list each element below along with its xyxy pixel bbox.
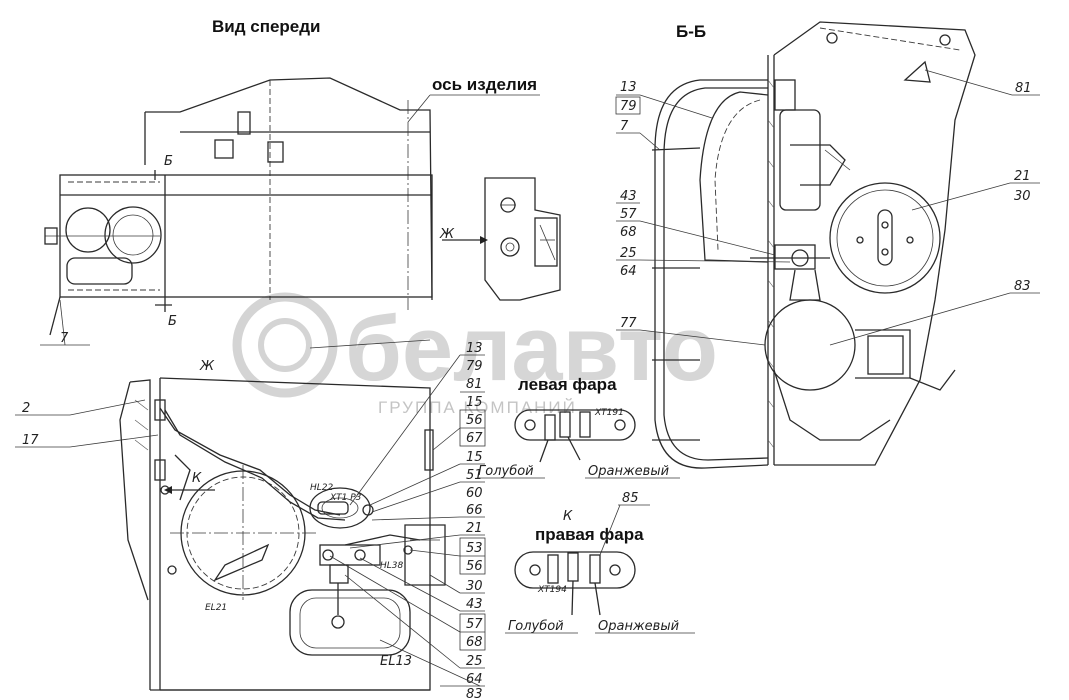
wire-orange-left: Оранжевый [588, 464, 669, 479]
zh-callout-64: 64 [466, 672, 483, 687]
wire-blue-left: Голубой [478, 464, 534, 479]
bb-callout-77: 77 [620, 316, 637, 331]
zh-callout-13: 13 [466, 341, 483, 356]
zh-callout-2: 2 [22, 401, 30, 416]
view-k: К правая фара 85 XT194 Голубой Оранжевый [505, 491, 695, 634]
wire-orange-right: Оранжевый [598, 619, 679, 634]
zh-callout-81: 81 [466, 377, 483, 392]
bb-callout-30: 30 [1014, 189, 1031, 204]
bb-callouts: 13 79 7 43 57 68 25 64 77 81 21 30 83 [615, 69, 1040, 346]
zh-callout-66: 66 [466, 503, 483, 518]
zh-callout-53: 53 [466, 541, 483, 556]
watermark: белавто ГРУППА КОМПАНИЙ [232, 292, 718, 417]
watermark-group: ГРУППА КОМПАНИЙ [378, 398, 577, 417]
section-mark-b-top: Б [164, 154, 173, 169]
bb-callout-79: 79 [620, 99, 637, 114]
left-headlight-connector: левая фара XT191 Голубой Оранжевый [478, 375, 680, 479]
bb-callout-43: 43 [620, 189, 637, 204]
section-bb [651, 21, 976, 469]
section-bb-heading: Б-Б [676, 22, 706, 41]
component-xt1: XT1 P3 [329, 493, 362, 503]
zh-callout-17: 17 [22, 433, 39, 448]
component-xt191: XT191 [594, 408, 624, 418]
zh-callout-15-b: 15 [466, 450, 483, 465]
zh-callout-68: 68 [466, 635, 483, 650]
bb-callout-21: 21 [1014, 169, 1031, 184]
zh-arrow-label: Ж [439, 227, 455, 242]
zh-callout-56-b: 56 [466, 559, 483, 574]
bb-callout-81: 81 [1015, 81, 1032, 96]
zh-callout-67: 67 [466, 431, 483, 446]
view-zh-title: Ж [199, 359, 215, 374]
product-axis-leader [407, 94, 431, 123]
zh-callout-83: 83 [466, 687, 483, 700]
zh-callout-60: 60 [466, 486, 483, 501]
zh-callout-25: 25 [466, 654, 483, 669]
zh-callout-43: 43 [466, 597, 483, 612]
bb-callout-83: 83 [1014, 279, 1031, 294]
zh-callout-79: 79 [466, 359, 483, 374]
bb-callout-25: 25 [620, 246, 637, 261]
front-callout-7: 7 [60, 331, 69, 346]
section-mark-b-bottom: Б [168, 314, 177, 329]
zh-callouts-left: 2 17 [15, 399, 159, 448]
view-k-title: К [563, 509, 573, 524]
left-headlight-title: левая фара [518, 375, 617, 394]
bracket-detail: Ж [439, 177, 561, 301]
zh-callout-51: 51 [466, 468, 483, 483]
bb-callout-13: 13 [620, 80, 637, 95]
zh-callout-57: 57 [466, 617, 483, 632]
product-axis-label: ось изделия [432, 75, 537, 94]
bb-callout-7: 7 [620, 119, 629, 134]
zh-callout-56-a: 56 [466, 413, 483, 428]
bb-callout-57: 57 [620, 207, 637, 222]
bb-callout-64: 64 [620, 264, 637, 279]
component-el21: EL21 [205, 603, 227, 613]
component-hl22: HL22 [310, 483, 334, 493]
component-xt194: XT194 [537, 585, 567, 595]
front-view-heading: Вид спереди [212, 17, 321, 36]
zh-callout-30: 30 [466, 579, 483, 594]
zh-callout-15-a: 15 [466, 395, 483, 410]
zh-callouts-right: 13 79 81 15 56 67 15 51 60 66 21 53 56 3… [309, 339, 486, 700]
right-headlight-title: правая фара [535, 525, 644, 544]
component-el13: EL13 [380, 654, 412, 669]
zh-callout-21: 21 [466, 521, 483, 536]
front-view: Б Б 7 [40, 77, 433, 346]
wire-blue-right: Голубой [508, 619, 564, 634]
component-hl38: HL38 [380, 561, 404, 571]
bb-callout-68: 68 [620, 225, 637, 240]
k-callout-85: 85 [622, 491, 639, 506]
watermark-brand: белавто [345, 298, 718, 400]
k-arrow-label: К [192, 471, 202, 486]
